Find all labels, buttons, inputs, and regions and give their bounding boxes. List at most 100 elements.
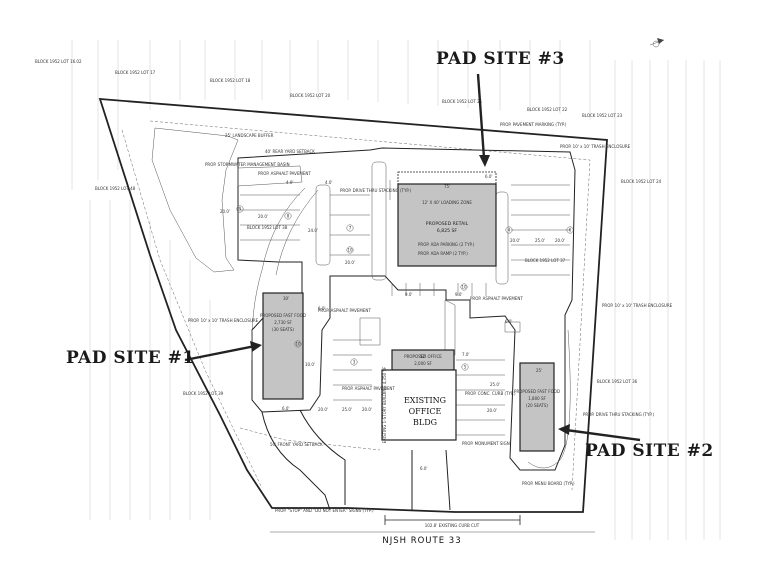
trash-enclosure-note: PROP. 10' x 10' TRASH ENCLOSURE [560,144,631,149]
dimension-label: 20.0' [345,260,355,265]
block-lot-label: BLOCK 1952 LOT 39 [183,391,224,396]
rear-setback-line [149,120,591,491]
block-lot-label: BLOCK 1952 LOT 18 [210,78,251,83]
dimension-label: 4.0' [325,180,332,185]
stall-count: 10 [461,285,467,290]
front-setback-line [239,427,381,451]
curb-note: PROP. CONC. CURB (TYP.) [465,391,516,396]
stall-count: 5 [464,365,467,370]
property-boundary [98,97,608,513]
stall-count: 9 [239,207,242,212]
pad-site-1-callout [184,341,262,362]
stormwater-basin [151,127,239,273]
stop-signs-note: PROP. "STOP" AND "DO NOT ENTER" SIGNS (T… [275,508,374,513]
stall-count: 6 [569,228,572,233]
drive-thru-lane-2 [527,329,571,469]
trash-enclosure-note: PROP. 10' x 10' TRASH ENCLOSURE [602,303,673,308]
existing-line2: OFFICE [409,407,442,416]
dimension-label: 7.0' [462,352,469,357]
dimension-label: 6.0' [420,466,427,471]
block-lot-label: BLOCK 1952 LOT 17 [115,70,156,75]
asphalt-note: PROP. ASPHALT PAVEMENT [258,171,311,176]
dimension-label: 6.0' [485,174,492,179]
access-drive-west-b [299,409,346,505]
retail-title: PROPOSED RETAIL [426,221,469,227]
existing-line3: BLDG [413,418,437,427]
curb-cut-label: 102.8' EXISTING CURB CUT [425,523,480,528]
asphalt-note: PROP. ASPHALT PAVEMENT [342,386,395,391]
pad-site-3-callout [476,73,490,167]
access-drive-west [261,411,331,511]
existing-line1: EXISTING [404,396,446,405]
fast-food-2-building: PROPOSED FAST FOOD 1,800 SF (20 SEATS) [514,362,560,452]
stall-count: 8 [287,214,290,219]
landscape-buffer-line [121,129,263,489]
stormwater-note: PROP. STORMWATER MANAGEMENT BASIN [205,162,290,167]
ff1-title: PROPOSED FAST FOOD [260,313,306,318]
route-label: NJSH ROUTE 33 [382,536,461,546]
dimension-label: 6.0' [318,306,325,311]
existing-note: EXISTING 1-STORY BUILDING 4,350 SF [382,366,387,443]
dimension-label: 24.0' [308,228,318,233]
pad-site-2-callout [558,424,641,442]
dimension-label: 4.0' [286,180,293,185]
dimension-label: 25.0' [342,407,352,412]
north-arrow-icon [649,38,665,48]
dimension-label: 9.0' [405,292,412,297]
dimension-label: 9.0' [455,292,462,297]
front-setback-note: 50' FRONT YARD SETBACK [270,442,323,447]
dimension-label: 20.0' [487,408,497,413]
dimension-label: 30' [283,296,289,301]
dimension-label: 20.0' [555,238,565,243]
dimension-label: 75' [444,184,450,189]
stall-count: 10 [295,342,301,347]
dimension-label: 20.0' [220,209,230,214]
stall-count: 7 [349,226,352,231]
stall-count: 3 [353,360,356,365]
fast-food-1-building: PROPOSED FAST FOOD 2,730 SF (30 SEATS) [260,292,306,400]
dimension-label: 6.0' [505,319,512,324]
block-lot-label: BLOCK 1952 LOT 23 [582,113,623,118]
office-title: PROPOSED OFFICE [404,354,442,359]
office-area: 2,000 SF [414,361,432,366]
dimension-label: 52' [420,354,426,359]
office-building: PROPOSED OFFICE 2,000 SF [391,349,455,371]
ada-parking-note: PROP. ADA PARKING (2 TYP.) [418,242,475,247]
access-drive-east [411,449,451,511]
block-lot-label: BLOCK 1952 LOT 21 [442,99,483,104]
retail-loading-label: 12' X 40' LOADING ZONE [422,200,472,205]
block-lot-label: BLOCK 1952 LOT 16.02 [35,59,82,64]
dimension-label: 20.0' [362,407,372,412]
dimension-label: 25' [536,368,542,373]
ff1-seats: (30 SEATS) [272,327,294,332]
dimension-label: 20.0' [318,407,328,412]
dimension-label: 25.0' [535,238,545,243]
menu-board-note: PROP. MENU BOARD (TYP.) [522,481,575,486]
ff2-seats: (20 SEATS) [526,403,548,408]
dimension-label: 6.0' [282,406,289,411]
dimension-label: 25.0' [490,382,500,387]
block-lot-labels: BLOCK 1952 LOT 16.02 BLOCK 1952 LOT 17 B… [35,59,662,396]
dimension-label: 20.0' [258,214,268,219]
dimension-label: 10.0' [305,362,315,367]
drive-thru-lane-1b [275,189,319,276]
parking-stalls [240,180,570,436]
block-lot-label: BLOCK 1952 LOT 37 [525,258,566,263]
block-lot-label: BLOCK 1952 LOT 36 [597,379,638,384]
asphalt-note: PROP. ASPHALT PAVEMENT [318,308,371,313]
pad-site-3-label: PAD SITE #3 [436,49,565,69]
dimension-label: 20.0' [510,238,520,243]
ff1-area: 2,730 SF [274,320,292,325]
pad-site-2-label: PAD SITE #2 [585,441,714,461]
block-lot-label: BLOCK 1952 LOT 38 [247,225,288,230]
landscape-buffer-note: 25' LANDSCAPE BUFFER [225,133,274,138]
lot-lines [71,40,721,540]
block-lot-label: BLOCK 1952 LOT 22 [527,107,568,112]
stall-count: 10 [347,248,353,253]
block-lot-label: BLOCK 1952 LOT 48 [95,186,136,191]
block-lot-label: BLOCK 1952 LOT 24 [621,179,662,184]
retail-building: 12' X 40' LOADING ZONE PROPOSED RETAIL 6… [397,171,497,267]
pad-site-1-label: PAD SITE #1 [66,348,195,368]
pavement-marking-note: PROP. PAVEMENT MARKING (TYP.) [500,122,567,127]
